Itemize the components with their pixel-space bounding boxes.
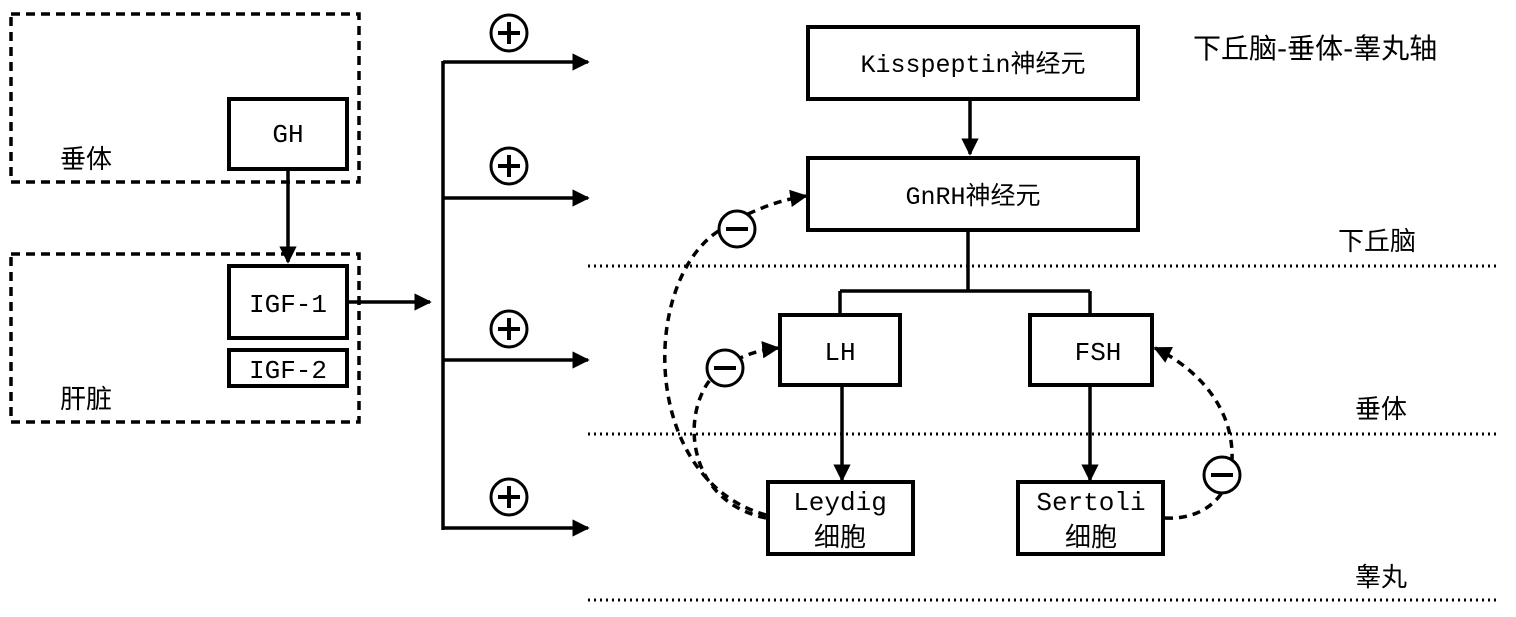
negative-sign-icon xyxy=(1202,455,1242,495)
pituitary-region-label: 垂体 xyxy=(60,145,112,175)
sertoli-label-2: 细胞 xyxy=(1065,523,1117,553)
negative-sign-icon xyxy=(705,348,745,388)
leydig-to-gnrh-feedback xyxy=(663,189,808,517)
igf1-node: IGF-1 xyxy=(227,264,349,340)
hypothalamus-layer-label: 下丘脑 xyxy=(1338,227,1416,257)
positive-sign-icon xyxy=(489,146,529,186)
gh-label: GH xyxy=(272,120,303,150)
positive-sign-icon xyxy=(489,477,529,517)
leydig-label-1: Leydig xyxy=(793,488,887,518)
igf2-node: IGF-2 xyxy=(227,348,349,388)
kisspeptin-label: Kisspeptin神经元 xyxy=(860,50,1085,80)
sertoli-label-1: Sertoli xyxy=(1036,488,1145,518)
testis-layer-label: 睾丸 xyxy=(1355,563,1407,593)
positive-sign-icon xyxy=(489,13,529,53)
igf2-label: IGF-2 xyxy=(249,356,327,386)
gh-node: GH xyxy=(227,97,349,171)
leydig-label-2: 细胞 xyxy=(814,523,866,553)
leydig-to-lh-feedback xyxy=(692,341,780,520)
gnrh-node: GnRH神经元 xyxy=(806,156,1140,232)
fsh-label: FSH xyxy=(1075,338,1122,368)
liver-region xyxy=(9,252,361,424)
sertoli-node: Sertoli 细胞 xyxy=(1016,480,1165,556)
lh-node: LH xyxy=(778,313,902,387)
igf1-label: IGF-1 xyxy=(249,290,327,320)
lh-label: LH xyxy=(824,338,855,368)
liver-region-label: 肝脏 xyxy=(60,385,112,415)
pituitary-region xyxy=(9,12,361,184)
leydig-node: Leydig 细胞 xyxy=(766,480,915,556)
axis-title: 下丘脑-垂体-睾丸轴 xyxy=(1193,32,1437,65)
fsh-node: FSH xyxy=(1028,313,1154,387)
positive-sign-icon xyxy=(489,309,529,349)
kisspeptin-node: Kisspeptin神经元 xyxy=(806,25,1140,101)
negative-sign-icon xyxy=(717,209,757,249)
pituitary-layer-label: 垂体 xyxy=(1355,395,1407,425)
gnrh-label: GnRH神经元 xyxy=(905,182,1040,212)
